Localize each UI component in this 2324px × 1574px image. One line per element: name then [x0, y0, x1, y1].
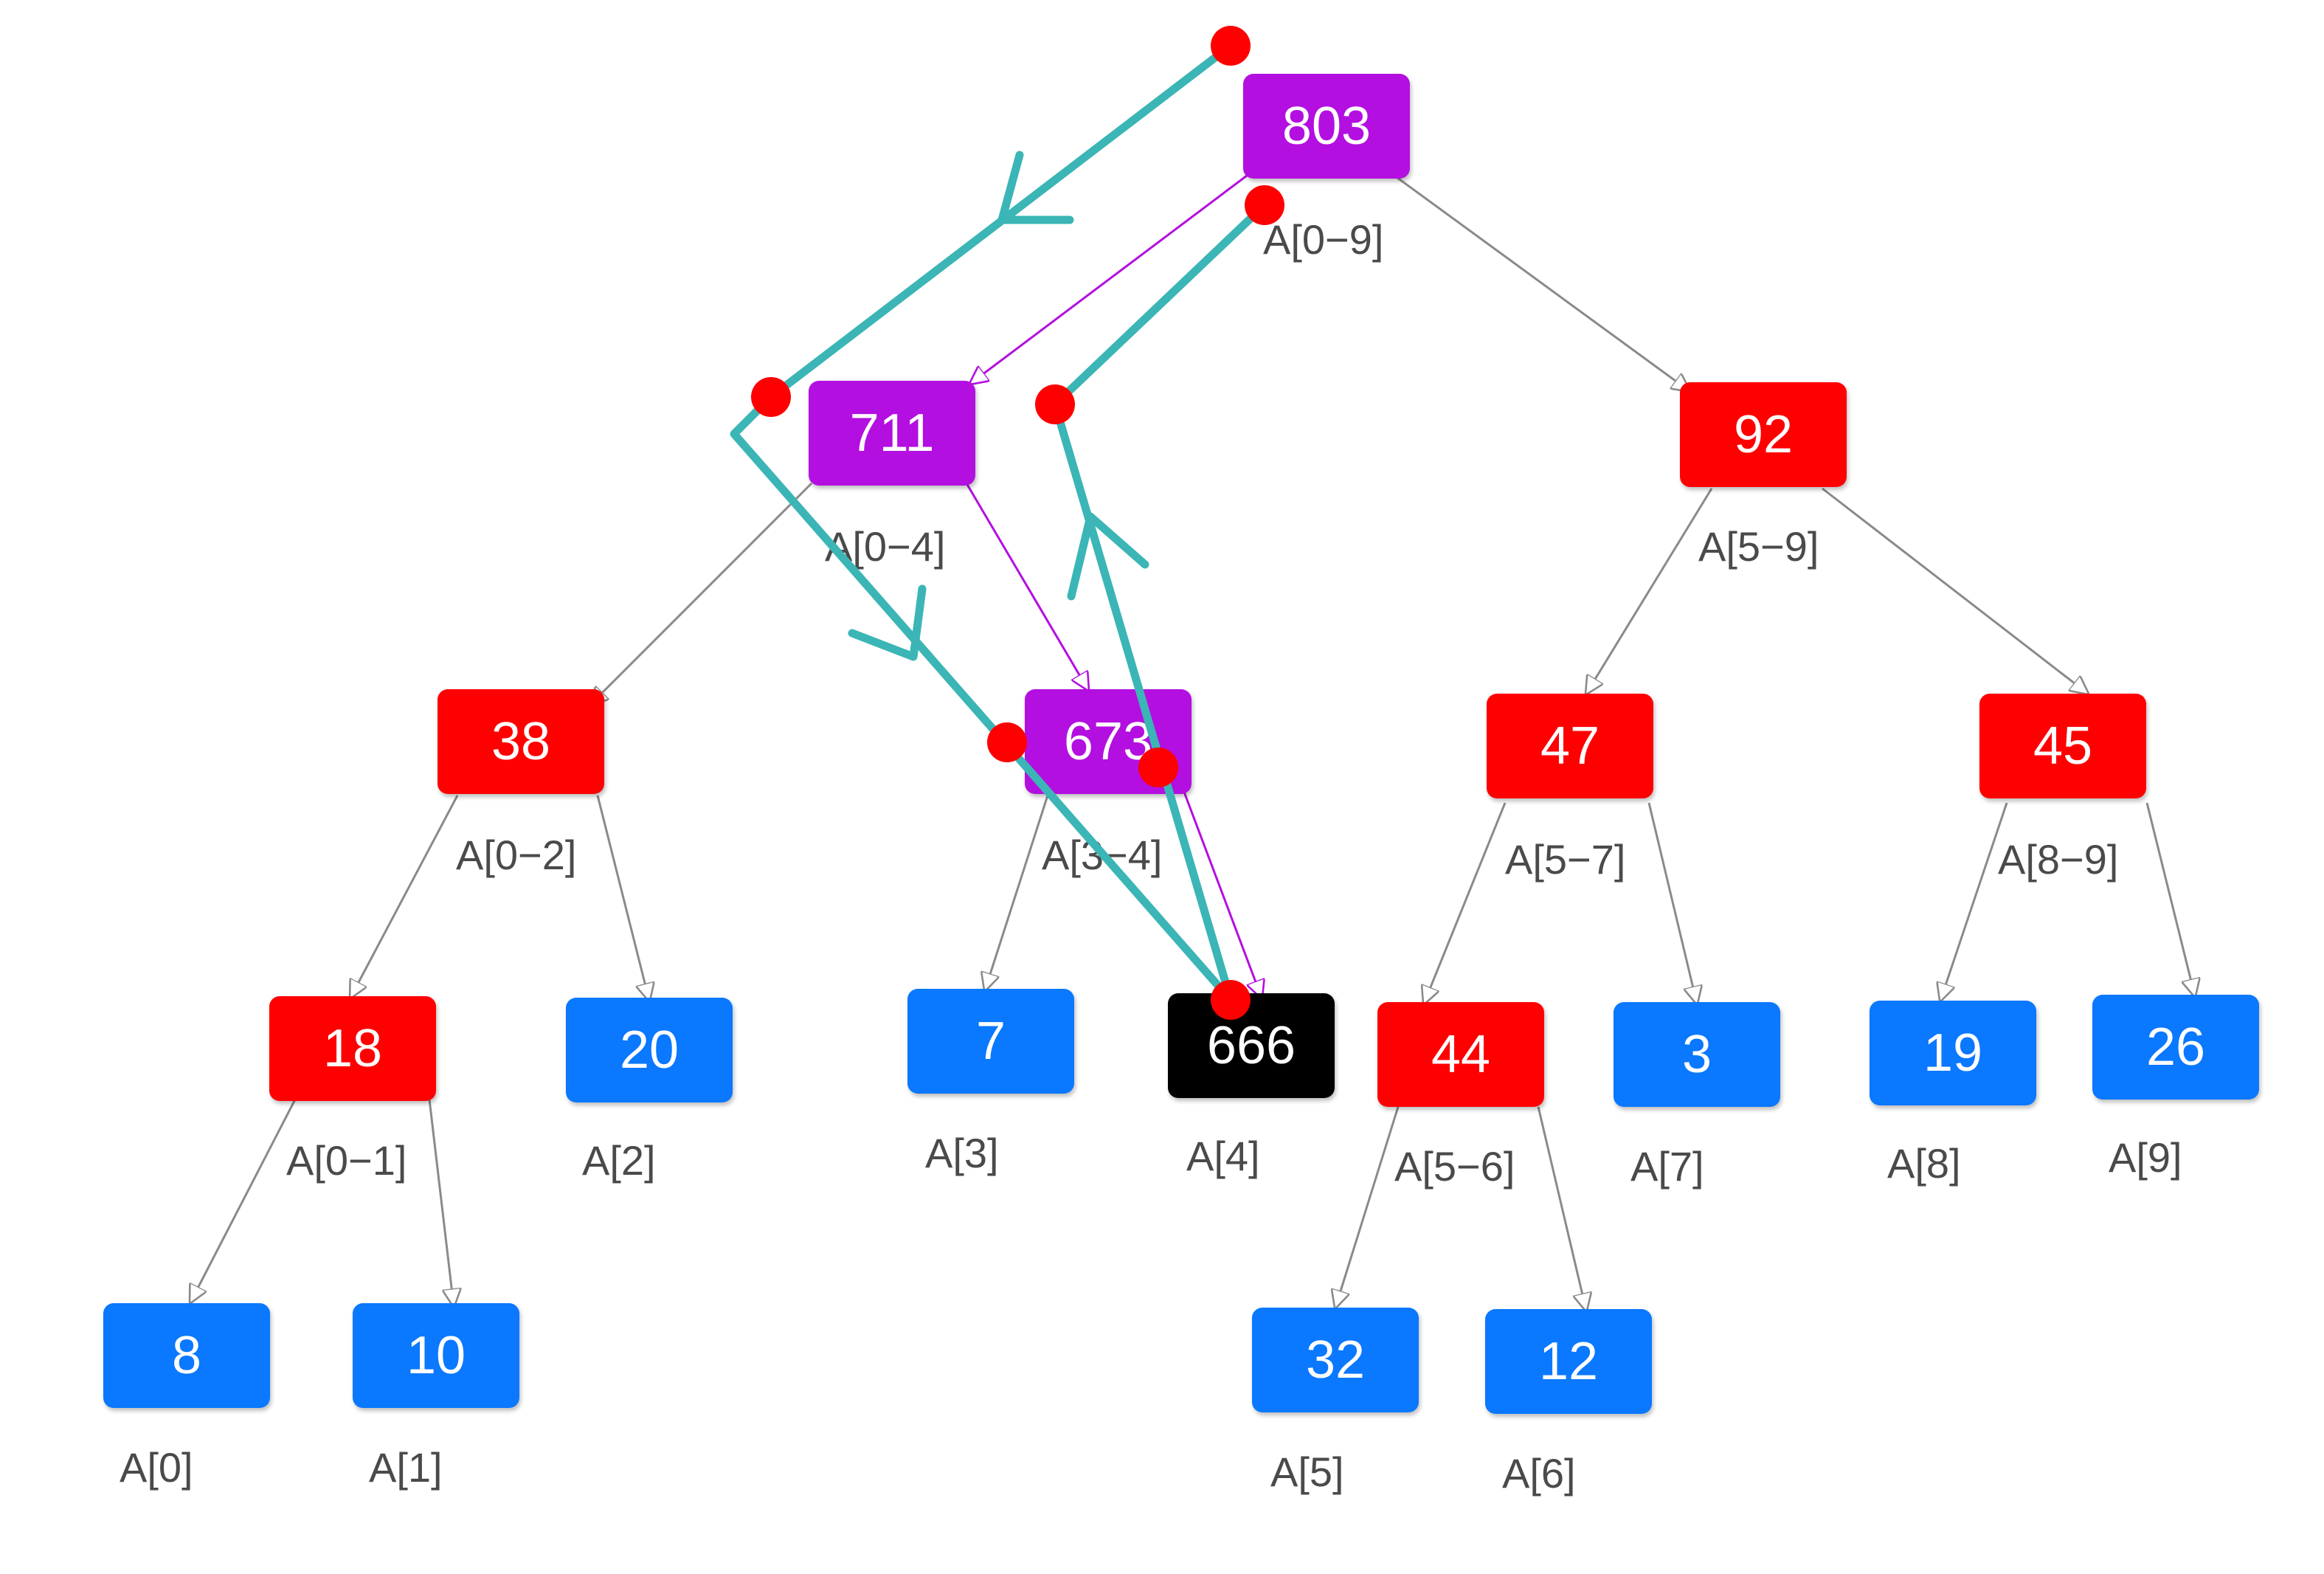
tree-node-26: 26	[2092, 995, 2259, 1100]
traversal-marker	[1035, 384, 1075, 424]
range-label-32: A[5]	[1270, 1449, 1344, 1495]
tree-node-92: 92	[1680, 382, 1847, 487]
edge-711-38	[590, 482, 813, 705]
range-label-10: A[1]	[369, 1444, 443, 1491]
tree-node-803: 803	[1243, 74, 1410, 179]
traversal-marker	[987, 722, 1027, 762]
tree-node-666: 666	[1168, 993, 1335, 1098]
tree-node-18: 18	[269, 996, 436, 1101]
edge-44-32	[1335, 1106, 1400, 1308]
traversal-marker	[1138, 748, 1178, 787]
range-label-3: A[7]	[1630, 1143, 1704, 1190]
node-value: 20	[619, 1021, 679, 1080]
traversal-marker	[1211, 980, 1251, 1020]
range-label-12: A[6]	[1502, 1450, 1576, 1497]
node-value: 8	[171, 1326, 202, 1385]
range-label-47: A[5−7]	[1505, 836, 1626, 883]
node-value: 47	[1540, 717, 1600, 776]
edge-711-673	[965, 483, 1088, 690]
tree-node-38: 38	[438, 689, 604, 794]
tree-node-47: 47	[1487, 694, 1653, 798]
edge-673-666	[1179, 781, 1262, 998]
edge-47-3	[1647, 802, 1697, 1004]
node-value: 666	[1206, 1016, 1296, 1075]
edge-38-18	[350, 795, 459, 998]
tree-node-20: 20	[566, 998, 733, 1102]
traversal-arrow-3	[1067, 512, 1149, 601]
edge-45-19	[1940, 802, 2008, 1001]
edge-92-45	[1822, 487, 2088, 694]
range-label-44: A[5−6]	[1394, 1143, 1515, 1190]
tree-node-7: 7	[907, 989, 1074, 1094]
edge-803-92	[1394, 174, 1690, 391]
node-value: 3	[1681, 1025, 1712, 1084]
tree-node-19: 19	[1870, 1001, 2036, 1105]
node-value: 26	[2145, 1018, 2206, 1077]
range-label-7: A[3]	[925, 1130, 999, 1176]
node-value: 32	[1305, 1330, 1366, 1390]
node-value: 10	[406, 1326, 466, 1385]
edge-18-8	[190, 1099, 297, 1302]
edge-803-711	[970, 174, 1248, 384]
edge-38-20	[596, 795, 649, 1001]
tree-node-44: 44	[1377, 1002, 1544, 1107]
edge-18-10	[428, 1099, 454, 1306]
edge-47-44	[1424, 802, 1507, 1004]
range-label-19: A[8]	[1887, 1140, 1961, 1187]
range-label-666: A[4]	[1186, 1133, 1260, 1179]
edge-92-47	[1586, 488, 1713, 694]
node-value: 7	[975, 1012, 1006, 1071]
node-value: 19	[1923, 1024, 1983, 1083]
edge-673-7	[985, 795, 1049, 990]
traversal-path-up	[1051, 201, 1269, 1004]
tree-node-45: 45	[1979, 694, 2146, 798]
tree-node-10: 10	[353, 1303, 519, 1408]
traversal-marker	[751, 377, 791, 417]
range-label-18: A[0−1]	[286, 1137, 407, 1184]
tree-node-8: 8	[103, 1303, 270, 1408]
range-label-38: A[0−2]	[456, 832, 577, 878]
node-value: 673	[1063, 712, 1153, 771]
traversal-path-down	[730, 41, 1235, 1004]
traversal-arrow-2	[848, 584, 927, 661]
tree-node-32: 32	[1252, 1308, 1419, 1412]
edge-44-12	[1537, 1106, 1586, 1311]
tree-node-12: 12	[1485, 1309, 1652, 1414]
range-label-803: A[0−9]	[1263, 216, 1384, 263]
node-value: 92	[1733, 405, 1794, 464]
tree-node-3: 3	[1614, 1002, 1780, 1107]
node-value: 803	[1282, 97, 1372, 156]
traversal-marker	[1211, 26, 1251, 66]
node-value: 711	[849, 404, 935, 463]
node-value: 12	[1538, 1332, 1599, 1391]
range-label-20: A[2]	[582, 1137, 656, 1184]
range-label-92: A[5−9]	[1698, 523, 1819, 570]
range-label-45: A[8−9]	[1998, 836, 2119, 883]
node-value: 38	[491, 712, 551, 771]
edge-45-26	[2145, 802, 2195, 996]
node-value: 44	[1431, 1025, 1491, 1084]
range-label-8: A[0]	[120, 1444, 193, 1491]
tree-node-711: 711	[809, 381, 975, 486]
node-value: 45	[2033, 717, 2093, 776]
traversal-marker	[1245, 185, 1284, 225]
node-value: 18	[322, 1019, 383, 1078]
range-label-26: A[9]	[2109, 1134, 2182, 1181]
traversal-arrow-1	[997, 151, 1074, 224]
